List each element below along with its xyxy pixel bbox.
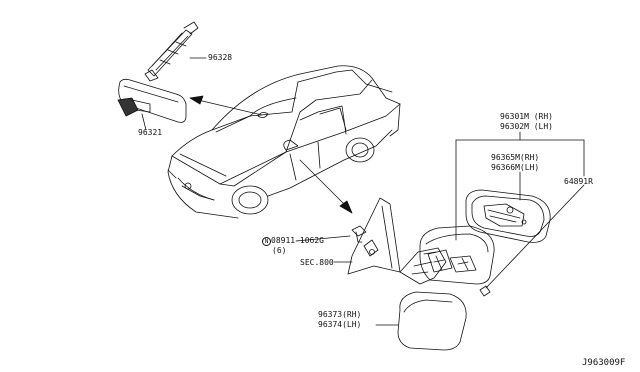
mirror-bracket-96328 xyxy=(144,21,207,82)
diagram-id: J963009F xyxy=(582,358,626,368)
mirror-housing-96301M xyxy=(419,225,495,285)
label-bolt-08911: 08911-1062G xyxy=(271,236,324,245)
label-96366M: 96366M(LH) xyxy=(491,163,540,172)
label-96374: 96374(LH) xyxy=(318,320,362,329)
car-body xyxy=(167,65,401,219)
arrow-to-rear-mirror xyxy=(189,95,263,116)
arrow-to-door-mirror xyxy=(299,159,353,214)
callout-brackets xyxy=(455,131,585,241)
label-96373: 96373(RH) xyxy=(318,310,362,319)
label-64891R: 64891R xyxy=(564,177,593,186)
label-96321: 96321 xyxy=(138,128,163,137)
mirror-base xyxy=(399,247,447,285)
label-96365M: 96365M(RH) xyxy=(491,153,540,162)
label-96301M: 96301M (RH) xyxy=(500,112,553,121)
label-96302M: 96302M (LH) xyxy=(500,122,553,131)
mirror-cover-96373 xyxy=(375,291,467,351)
sec800-panel xyxy=(333,197,401,275)
bolt-part xyxy=(295,225,367,243)
N-circle-icon: N xyxy=(262,237,271,246)
rear-mirror-96321 xyxy=(117,78,187,131)
label-bolt-qty: (6) xyxy=(272,246,287,255)
label-96328: 96328 xyxy=(208,53,233,62)
mirror-glass-96365M xyxy=(465,189,551,243)
label-sec800: SEC.800 xyxy=(300,258,334,267)
clip-64891R xyxy=(479,184,585,297)
